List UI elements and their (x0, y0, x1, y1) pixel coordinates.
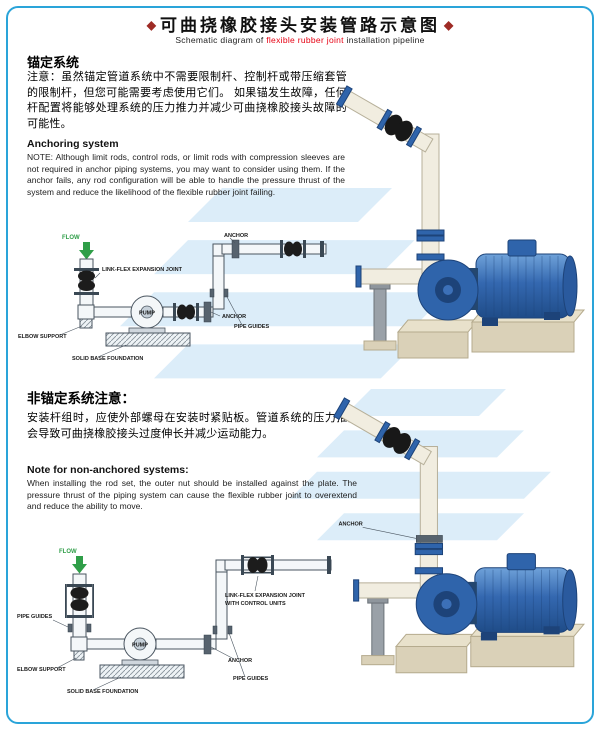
foundation-label: SOLID BASE FOUNDATION (72, 356, 143, 362)
flow-label: FLOW (62, 235, 80, 241)
pump-assembly (336, 84, 585, 359)
subtitle-pre: Schematic diagram of (175, 35, 267, 45)
foundation-block (105, 332, 191, 347)
subtitle-post: installation pipeline (343, 35, 425, 45)
pipe-guides-right-label: PIPE GUIDES (233, 676, 268, 682)
anchored-note-en: NOTE: Although limit rods, control rods,… (27, 152, 345, 198)
top-pipe-with-control-joint (215, 555, 332, 575)
non-anchored-schematic-diagram: FLOW PIPE GUIDES ELBOW SUPPORT PUMP (17, 549, 332, 695)
discharge-pipe-with-joint (162, 301, 214, 323)
non-anchored-note-en: When installing the rod set, the outer n… (27, 478, 357, 512)
expansion-joint-label: LINK-FLEX EXPANSION JOINT (102, 267, 183, 273)
pump-label: PUMP (132, 643, 148, 649)
top-pipe-with-joint (212, 239, 327, 259)
anchored-heading-cn: 锚定系统 (27, 55, 80, 70)
non-anchored-pump-illustration: ANCHOR (333, 396, 585, 674)
elbow-and-support (70, 636, 88, 661)
diamond-icon: ◆ (444, 18, 454, 32)
suction-pipe (93, 306, 133, 318)
elbow-support-label: ELBOW SUPPORT (17, 667, 66, 673)
expansion-joint-label-line2: WITH CONTROL UNITS (225, 601, 286, 607)
elbow-and-support (77, 304, 95, 329)
page-title-text: 可曲挠橡胶接头安装管路示意图 (160, 16, 440, 35)
anchored-schematic-diagram: FLOW LINK-FLEX EXPANSION JOINT ELBOW SUP… (18, 233, 327, 362)
riser-pipe (209, 253, 229, 310)
pipe-guides-label: PIPE GUIDES (234, 324, 269, 330)
flow-label: FLOW (59, 549, 77, 555)
illustration-anchor-label: ANCHOR (338, 521, 362, 527)
pump-assembly (333, 396, 585, 674)
foundation-block (99, 664, 185, 679)
anchor-label: ANCHOR (228, 658, 252, 664)
inlet-pipe (74, 258, 99, 308)
pipe-anchor-clamp (415, 535, 443, 543)
suction-pipe (86, 638, 126, 650)
anchor-mid-label: ANCHOR (222, 314, 246, 320)
page-title: ◆ 可曲挠橡胶接头安装管路示意图 ◆ (0, 11, 600, 36)
flow-arrow-icon (72, 556, 87, 574)
non-anchored-heading-en: Note for non-anchored systems: (27, 464, 189, 476)
expansion-joint-label-line1: LINK-FLEX EXPANSION JOINT (225, 593, 306, 599)
elbow-support-label: ELBOW SUPPORT (18, 334, 67, 340)
diamond-icon: ◆ (146, 18, 156, 32)
non-anchored-heading-cn: 非锚定系统注意： (27, 391, 135, 406)
subtitle-highlight: flexible rubber joint (266, 35, 344, 45)
anchor-top-label: ANCHOR (224, 233, 248, 239)
discharge-pipe (155, 634, 217, 655)
anchored-note-cn: 注意：虽然锚定管道系统中不需要限制杆、控制杆或带压缩套管的限制杆，但您可能需要考… (27, 71, 347, 130)
flow-arrow-icon (79, 242, 94, 260)
anchored-pump-illustration (336, 84, 585, 359)
non-anchored-note-cn: 安装杆组时，应使外部螺母在安装时紧贴板。管道系统的压力推力会导致可曲挠橡胶接头过… (27, 412, 359, 440)
anchored-heading-en: Anchoring system (27, 138, 119, 150)
inlet-pipe-with-control-joint (65, 573, 94, 638)
pipe-guides-left-label: PIPE GUIDES (17, 614, 52, 620)
foundation-label: SOLID BASE FOUNDATION (67, 689, 138, 695)
pump-label: PUMP (139, 311, 155, 317)
page-subtitle: Schematic diagram of flexible rubber joi… (0, 35, 600, 45)
